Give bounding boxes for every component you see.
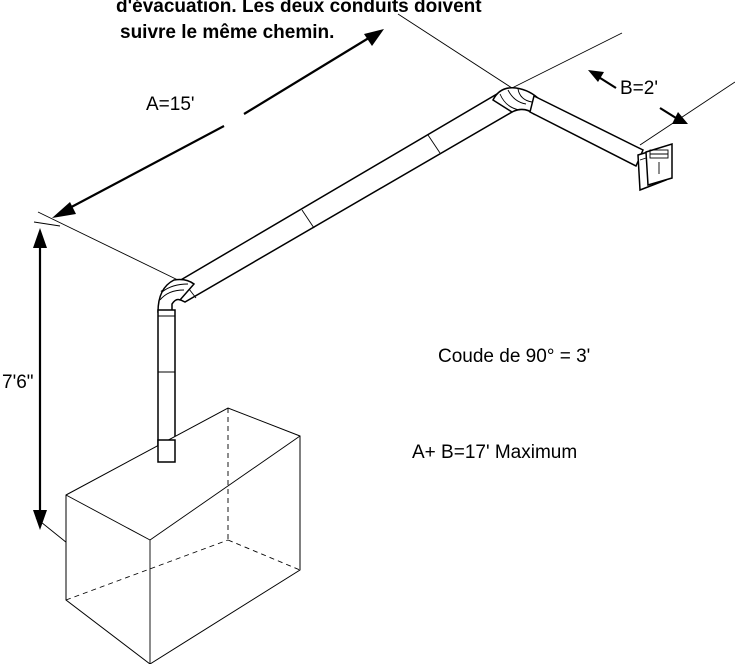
dimension-height-label: 7'6" [2,372,34,393]
dimension-a-label: A=15' [146,94,195,115]
elbow-top [492,87,541,116]
elbow-note: Coude de 90° = 3' [438,346,590,367]
elbow-bottom [157,278,196,313]
header-line-1: d'évacuation. Les deux conduits doivent [116,0,482,17]
vent-pipe-run-a [160,93,514,303]
dimension-b-label: B=2' [620,78,658,99]
vent-termination-cap [637,142,673,192]
appliance-box [65,407,301,664]
dimension-a: A=15' [52,29,384,218]
max-total-note: A+ B=17' Maximum [412,442,577,463]
dimension-b: B=2' [588,70,688,124]
dimension-height: 7'6" [2,228,47,530]
vent-pipe-run-b [529,94,644,168]
header-line-2: suivre le même chemin. [120,22,334,43]
